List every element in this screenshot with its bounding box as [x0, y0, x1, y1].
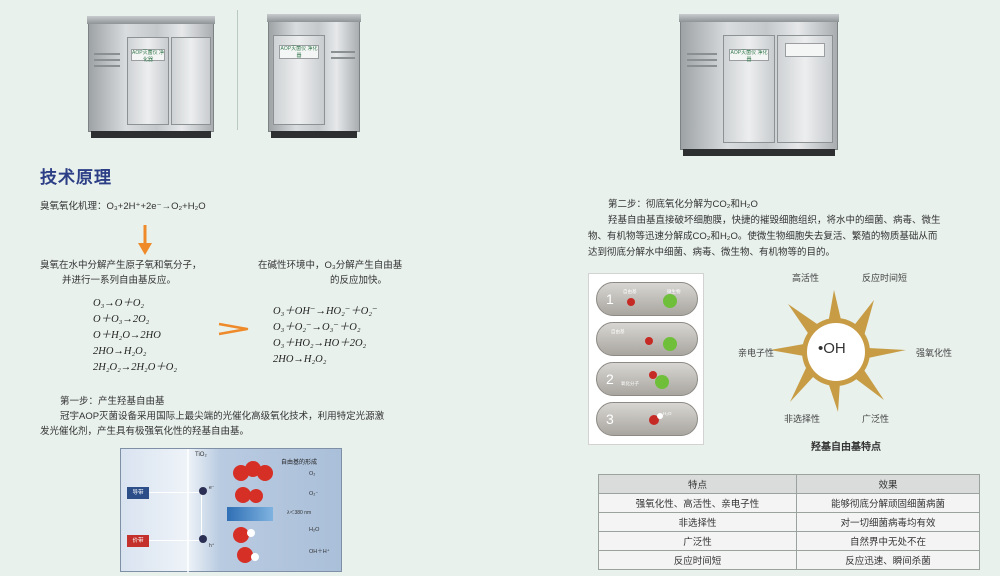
page-title: 技术原理: [40, 168, 112, 187]
electron-dot: [199, 487, 207, 495]
reaction-step-2: 2 氧化分子: [596, 362, 698, 396]
table-header-feature: 特点: [597, 474, 798, 494]
feature-table: 特点 效果 强氧化性、高活性、亲电子性 能够彻底分解顽固细菌病菌 非选择性 对一…: [597, 474, 980, 570]
molecule-2: [235, 487, 251, 503]
water-purifier-cabinet-2: AOP灭菌仪 净化器: [267, 14, 361, 138]
label-high-activity: 高活性: [792, 273, 820, 283]
ozone-left-text: 臭氧在水中分解产生原子氧和氧分子， 并进行一系列自由基反应。: [40, 260, 202, 286]
table-row: 非选择性 对一切细菌病毒均有效: [597, 512, 980, 532]
reaction-step-3: 3 H₂O: [596, 402, 698, 436]
conduction-band-label: 导带: [127, 487, 149, 499]
photocatalysis-diagram: TiO₂ 自由基的形成 导带 价带 e⁻ h⁺ λ＜380 nm O₂ O₂⁻ …: [120, 448, 342, 573]
machine-nameplate: AOP灭菌仪 净化器: [279, 45, 319, 59]
reaction-step-1: 1 自由基 微生物: [596, 282, 698, 316]
hole-dot: [199, 535, 207, 543]
light-arrow: [227, 507, 273, 521]
sun-caption: 羟基自由基特点: [811, 442, 881, 453]
control-gauges: [785, 43, 825, 57]
valence-band-label: 价带: [127, 535, 149, 547]
table-row: 反应时间短 反应迅速、瞬间杀菌: [597, 550, 980, 570]
water-purifier-cabinet-1: AOP灭菌仪 净化器: [87, 16, 215, 138]
table-row: 广泛性 自然界中无处不在: [597, 531, 980, 551]
diagram-header: 自由基的形成: [281, 460, 318, 466]
hydroxyl-radical-sun-diagram: [770, 290, 906, 412]
molecule-4: [237, 547, 253, 563]
label-electrophilic: 亲电子性: [738, 348, 775, 358]
ozone-right-equations: O₃＋OH⁻→HO₂⁻＋O₂⁻ O₃＋O₂⁻→O₃⁻＋O₂ O₃＋HO₂→HO＋…: [273, 306, 378, 365]
machine-nameplate: AOP灭菌仪 净化器: [729, 49, 769, 63]
step1-section: 第一步：产生羟基自由基 冠宇AOP灭菌设备采用国际上最尖端的光催化高级氧化技术，…: [40, 396, 385, 437]
water-purifier-cabinet-3: AOP灭菌仪 净化器: [679, 14, 839, 156]
label-non-selective: 非选择性: [784, 414, 821, 424]
machine-nameplate: AOP灭菌仪 净化器: [131, 49, 165, 63]
step2-section: 第二步：彻底氧化分解为CO₂和H₂O 羟基自由基直接破坏细胞膜，快捷的摧毁细胞组…: [588, 199, 941, 258]
ozone-mechanism: 臭氧氧化机理：O₃+2H⁺+2e⁻→O₂+H₂O: [40, 201, 206, 212]
reaction-step-approach: 自由基: [596, 322, 698, 356]
table-header-effect: 效果: [796, 474, 980, 494]
label-strong-oxidation: 强氧化性: [916, 348, 953, 358]
ozone-right-text: 在碱性环境中，O₃分解产生自由基 的反应加快。: [258, 260, 403, 286]
table-row: 强氧化性、高活性、亲电子性 能够彻底分解顽固细菌病菌: [597, 493, 980, 513]
image-divider: [237, 10, 238, 130]
ozone-left-equations: O₃→O＋O₂ O＋O₃→2O₂ O＋H₂O→2HO 2HO→H₂O₂ 2H₂O…: [93, 298, 178, 373]
arrow-right-icon: [218, 322, 249, 336]
hydroxyl-radical-symbol: •OH: [818, 340, 846, 357]
arrow-down-icon: [138, 225, 152, 255]
tio2-label: TiO₂: [195, 452, 207, 458]
reaction-steps-illustration: 1 自由基 微生物 自由基 2 氧化分子 3 H₂O: [588, 273, 704, 445]
molecule-3: [233, 527, 249, 543]
label-universality: 广泛性: [862, 414, 890, 424]
label-short-reaction-time: 反应时间短: [862, 273, 908, 283]
